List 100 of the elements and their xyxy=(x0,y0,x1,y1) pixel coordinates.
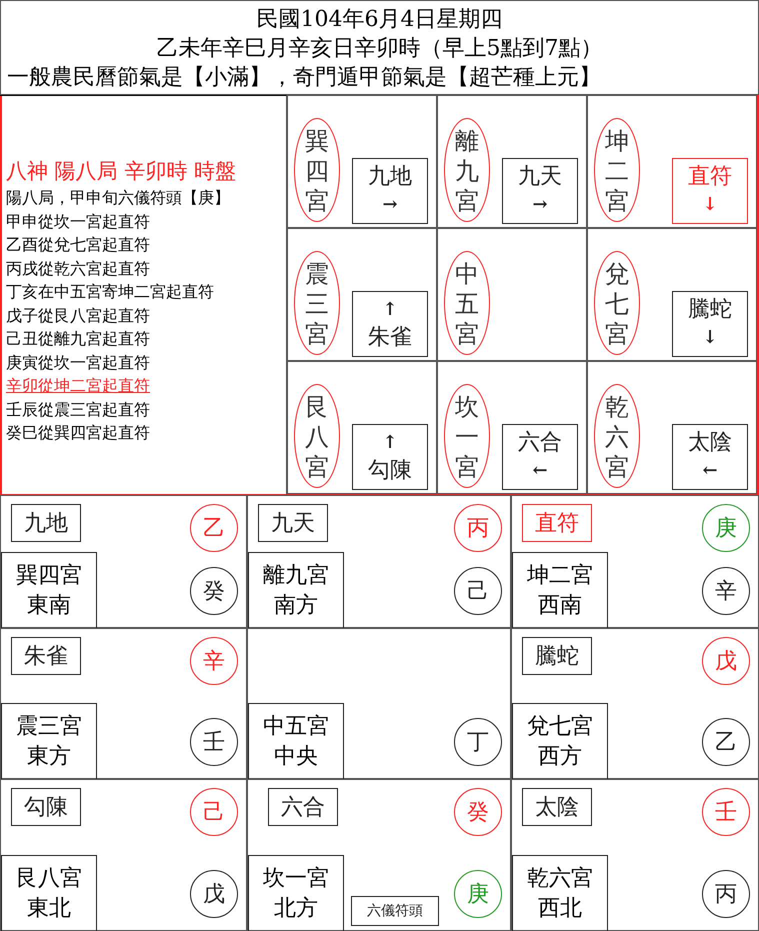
palace-ellipse: 艮八宮 xyxy=(294,384,340,488)
stem-circle: 壬 xyxy=(702,788,750,836)
grid-cell xyxy=(287,95,437,228)
deity-box: 九地 xyxy=(11,504,81,542)
palace-ellipse: 離九宮 xyxy=(444,118,490,222)
header-panel xyxy=(0,0,759,95)
palace-name: 震三宮 xyxy=(16,712,82,740)
info-line: 丁亥在中五宮寄坤二宮起直符 xyxy=(6,281,215,303)
deity-box: 六合 xyxy=(268,788,338,826)
title-line: 一般農民曆節氣是【小滿】，奇門遁甲節氣是【超芒種上元】 xyxy=(6,64,602,92)
deity-box: 直符 xyxy=(522,504,592,542)
info-panel xyxy=(0,95,287,495)
stem-circle: 丙 xyxy=(702,870,750,918)
palace-name: 中五宮 xyxy=(263,712,329,740)
palace-name: 離九宮 xyxy=(263,562,329,590)
direction-arrow: ↑ xyxy=(382,298,398,322)
panel-heading: 八神 陽八局 辛卯時 時盤 xyxy=(6,158,238,185)
stem-circle: 戊 xyxy=(702,637,750,685)
deity-box xyxy=(672,291,748,357)
direction-arrow: ← xyxy=(532,459,548,483)
palace-name: 巽四宮 xyxy=(16,562,82,590)
grid-cell xyxy=(0,628,247,779)
palace-ellipse: 坎一宮 xyxy=(444,384,490,488)
deity-box: 太陰 xyxy=(522,788,592,826)
stem-circle: 己 xyxy=(190,788,238,836)
deity-box xyxy=(352,424,428,490)
grid-cell xyxy=(437,228,587,361)
direction-arrow: ↓ xyxy=(702,326,718,350)
stem-circle: 庚 xyxy=(454,870,502,918)
palace-box xyxy=(512,552,608,629)
stem-circle: 癸 xyxy=(190,567,238,615)
deity-name: 九天 xyxy=(518,163,562,191)
grid-cell xyxy=(287,228,437,361)
grid-cell xyxy=(0,495,247,628)
direction-arrow: ↑ xyxy=(382,431,398,455)
tag-box: 六儀符頭 xyxy=(351,896,439,926)
grid-cell xyxy=(287,361,437,494)
deity-name: 勾陳 xyxy=(368,457,412,485)
grid-cell xyxy=(587,361,757,494)
direction-label: 西北 xyxy=(538,894,582,922)
info-line: 己丑從離九宮起直符 xyxy=(6,328,151,350)
grid-cell xyxy=(511,779,759,931)
direction-label: 南方 xyxy=(274,592,318,620)
deity-box xyxy=(502,158,578,224)
palace-box xyxy=(1,552,97,629)
stem-circle: 乙 xyxy=(190,504,238,552)
palace-name: 乾六宮 xyxy=(527,864,593,892)
deity-box: 騰蛇 xyxy=(522,637,592,675)
direction-label: 北方 xyxy=(274,894,318,922)
info-line: 戊子從艮八宮起直符 xyxy=(6,304,151,326)
palace-ellipse: 兌七宮 xyxy=(594,251,640,355)
info-line: 庚寅從坎一宮起直符 xyxy=(6,352,151,374)
direction-arrow: → xyxy=(532,193,548,217)
direction-label: 東南 xyxy=(27,592,71,620)
palace-box xyxy=(1,855,97,931)
stem-circle: 壬 xyxy=(190,718,238,766)
palace-ellipse: 中五宮 xyxy=(444,251,490,355)
info-line: 癸巳從巽四宮起直符 xyxy=(6,422,151,444)
palace-name: 兌七宮 xyxy=(527,712,593,740)
deity-name: 騰蛇 xyxy=(688,296,732,324)
info-line: 陽八局，甲申旬六儀符頭【庚】 xyxy=(6,187,231,209)
info-line: 乙酉從兌七宮起直符 xyxy=(6,234,151,256)
palace-name: 艮八宮 xyxy=(16,864,82,892)
deity-box: 九天 xyxy=(258,504,328,542)
palace-ellipse: 坤二宮 xyxy=(594,118,640,222)
palace-box xyxy=(248,552,344,629)
direction-label: 東北 xyxy=(27,894,71,922)
palace-ellipse: 巽四宮 xyxy=(294,118,340,222)
deity-name: 朱雀 xyxy=(368,324,412,352)
grid-cell xyxy=(437,361,587,494)
direction-arrow: → xyxy=(382,193,398,217)
grid-cell xyxy=(247,779,511,931)
direction-label: 西南 xyxy=(538,592,582,620)
grid-cell xyxy=(247,495,511,628)
direction-arrow: ← xyxy=(702,459,718,483)
stem-circle: 庚 xyxy=(702,504,750,552)
stem-circle: 辛 xyxy=(190,637,238,685)
deity-box: 勾陳 xyxy=(11,788,81,826)
direction-label: 東方 xyxy=(27,742,71,770)
stem-circle: 己 xyxy=(454,567,502,615)
stem-circle: 丁 xyxy=(454,718,502,766)
deity-box xyxy=(672,424,748,490)
palace-box xyxy=(248,855,344,931)
title-line: 乙未年辛巳月辛亥日辛卯時（早上5點到7點） xyxy=(156,35,604,63)
deity-box xyxy=(502,424,578,490)
deity-box: 朱雀 xyxy=(11,637,81,675)
palace-box xyxy=(1,703,97,780)
palace-name: 坎一宮 xyxy=(263,864,329,892)
info-line: 壬辰從震三宮起直符 xyxy=(6,398,151,420)
grid-cell xyxy=(247,628,511,779)
stem-circle: 丙 xyxy=(454,504,502,552)
info-line: 丙戌從乾六宮起直符 xyxy=(6,258,151,280)
deity-name: 九地 xyxy=(368,163,412,191)
palace-name: 坤二宮 xyxy=(527,562,593,590)
grid-cell xyxy=(437,95,587,228)
grid-cell xyxy=(587,228,757,361)
palace-ellipse: 乾六宮 xyxy=(594,384,640,488)
info-line: 辛卯從坤二宮起直符 xyxy=(6,375,150,397)
deity-name: 太陰 xyxy=(688,429,732,457)
grid-cell xyxy=(511,495,759,628)
